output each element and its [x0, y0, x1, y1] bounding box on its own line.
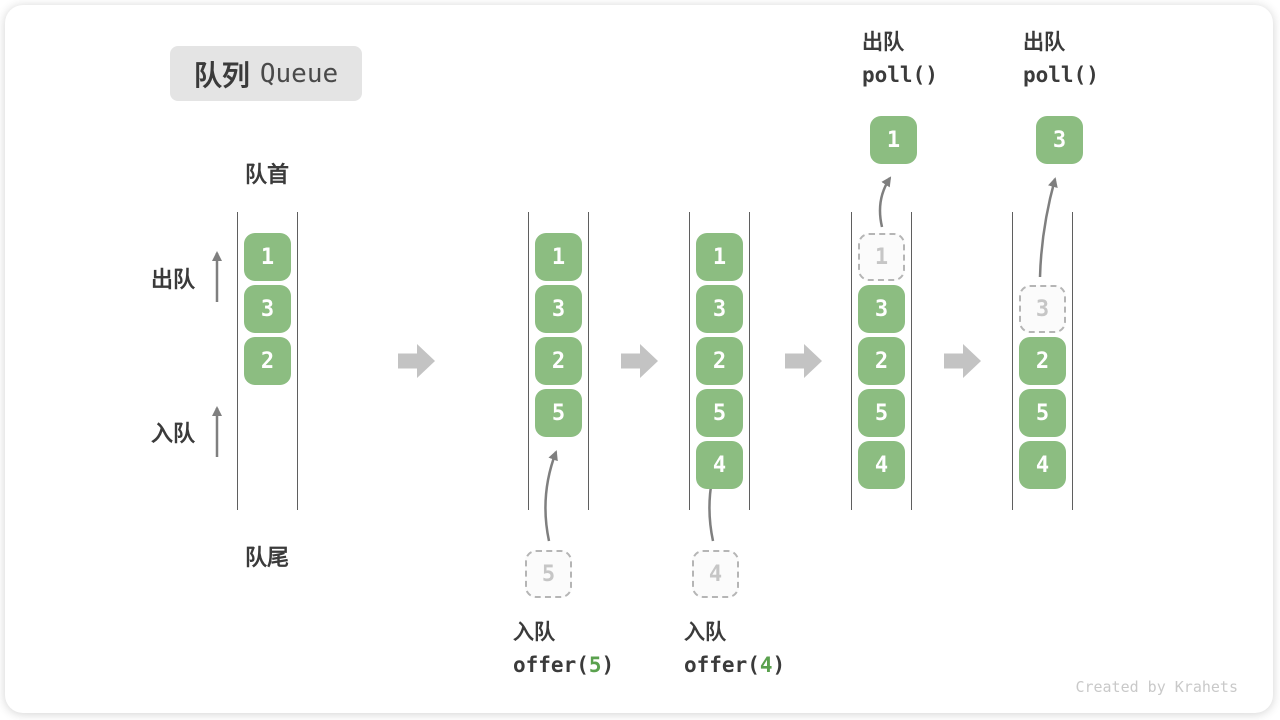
- queue-element: 5: [858, 389, 905, 437]
- title-zh: 队列: [193, 59, 250, 91]
- queue-rear-label: 队尾: [245, 545, 290, 570]
- queue-state-1: 1 3 2: [237, 212, 298, 510]
- operation-zh: 入队: [513, 621, 555, 644]
- queue-element: 1: [535, 233, 582, 281]
- queue-element: 1: [696, 233, 743, 281]
- removed-element: 1: [858, 233, 905, 281]
- pending-element-5: 5: [525, 550, 572, 598]
- queue-element: 1: [244, 233, 291, 281]
- operation-label-poll1: 出队 poll(): [862, 32, 938, 86]
- queue-element: 4: [1019, 441, 1066, 489]
- enqueue-direction-label: 入队: [151, 421, 196, 446]
- queue-element: 2: [696, 337, 743, 385]
- queue-element: 3: [858, 285, 905, 333]
- queue-element: 3: [535, 285, 582, 333]
- queue-state-3: 1 3 2 5 4: [689, 212, 750, 510]
- operation-code: offer(4): [684, 653, 786, 677]
- queue-element: 5: [696, 389, 743, 437]
- queue-element: 3: [696, 285, 743, 333]
- operation-zh: 出队: [862, 31, 904, 54]
- dequeue-direction-label: 出队: [151, 267, 196, 292]
- queue-state-5: 3 2 5 4: [1012, 212, 1073, 510]
- pending-element-4: 4: [692, 550, 739, 598]
- operation-zh: 出队: [1023, 31, 1065, 54]
- queue-element: 2: [244, 337, 291, 385]
- operation-code: poll(): [862, 63, 938, 87]
- queue-element: 5: [535, 389, 582, 437]
- popped-element-1: 1: [870, 116, 917, 164]
- diagram-card: [5, 5, 1273, 713]
- operation-code: offer(5): [513, 653, 615, 677]
- queue-element: 4: [858, 441, 905, 489]
- removed-element: 3: [1019, 285, 1066, 333]
- popped-element-3: 3: [1036, 116, 1083, 164]
- operation-label-poll3: 出队 poll(): [1023, 32, 1099, 86]
- queue-element: 2: [858, 337, 905, 385]
- operation-code: poll(): [1023, 63, 1099, 87]
- queue-state-4: 1 3 2 5 4: [851, 212, 912, 510]
- queue-element: 3: [244, 285, 291, 333]
- queue-front-label: 队首: [245, 162, 290, 187]
- queue-element: 5: [1019, 389, 1066, 437]
- queue-element: 2: [535, 337, 582, 385]
- operation-label-offer4: 入队 offer(4): [684, 622, 785, 676]
- title-en: Queue: [259, 58, 339, 89]
- queue-element: 2: [1019, 337, 1066, 385]
- queue-element: 4: [696, 441, 743, 489]
- operation-zh: 入队: [684, 621, 726, 644]
- title-chip: 队列 Queue: [170, 46, 362, 101]
- operation-label-offer5: 入队 offer(5): [513, 622, 614, 676]
- queue-state-2: 1 3 2 5: [528, 212, 589, 510]
- watermark-credit: Created by Krahets: [1075, 678, 1238, 696]
